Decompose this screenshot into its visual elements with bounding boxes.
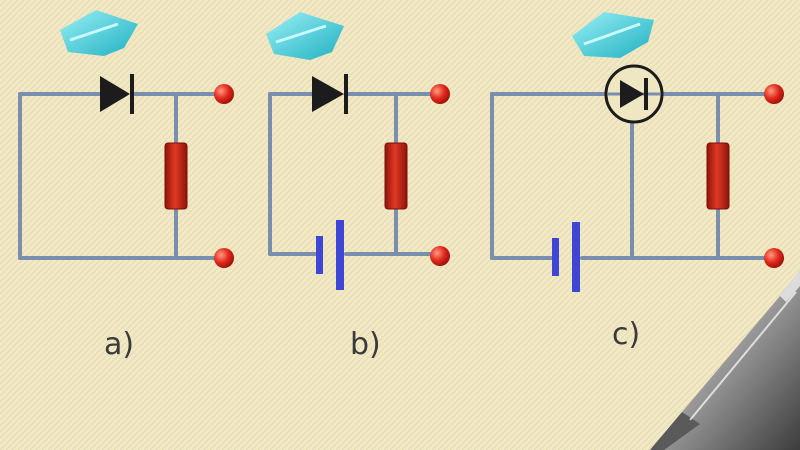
resistor-icon [384,142,408,210]
diode-icon [604,64,664,124]
circuit-panel-b: b) [266,12,450,362]
terminal-icon [430,246,450,266]
battery-icon [316,220,344,290]
diode-icon [312,74,348,114]
wires [490,92,774,260]
circuit-panel-a: a) [18,10,234,362]
battery-icon [552,222,580,292]
light-source-icon [572,12,654,58]
panel-caption-b: b) [350,327,381,362]
wires [18,92,224,260]
panel-caption-c: c) [612,317,640,352]
resistor-icon [706,142,730,210]
resistor-icon [164,142,188,210]
circuit-panel-c: c) [490,12,784,352]
light-source-icon [266,12,344,60]
terminal-icon [764,248,784,268]
diode-icon [100,74,134,114]
terminal-icon [214,248,234,268]
pen-icon [650,270,800,450]
terminal-icon [430,84,450,104]
terminal-icon [764,84,784,104]
light-source-icon [60,10,138,56]
panel-caption-a: a) [104,327,134,362]
terminal-icon [214,84,234,104]
wires [268,92,442,256]
